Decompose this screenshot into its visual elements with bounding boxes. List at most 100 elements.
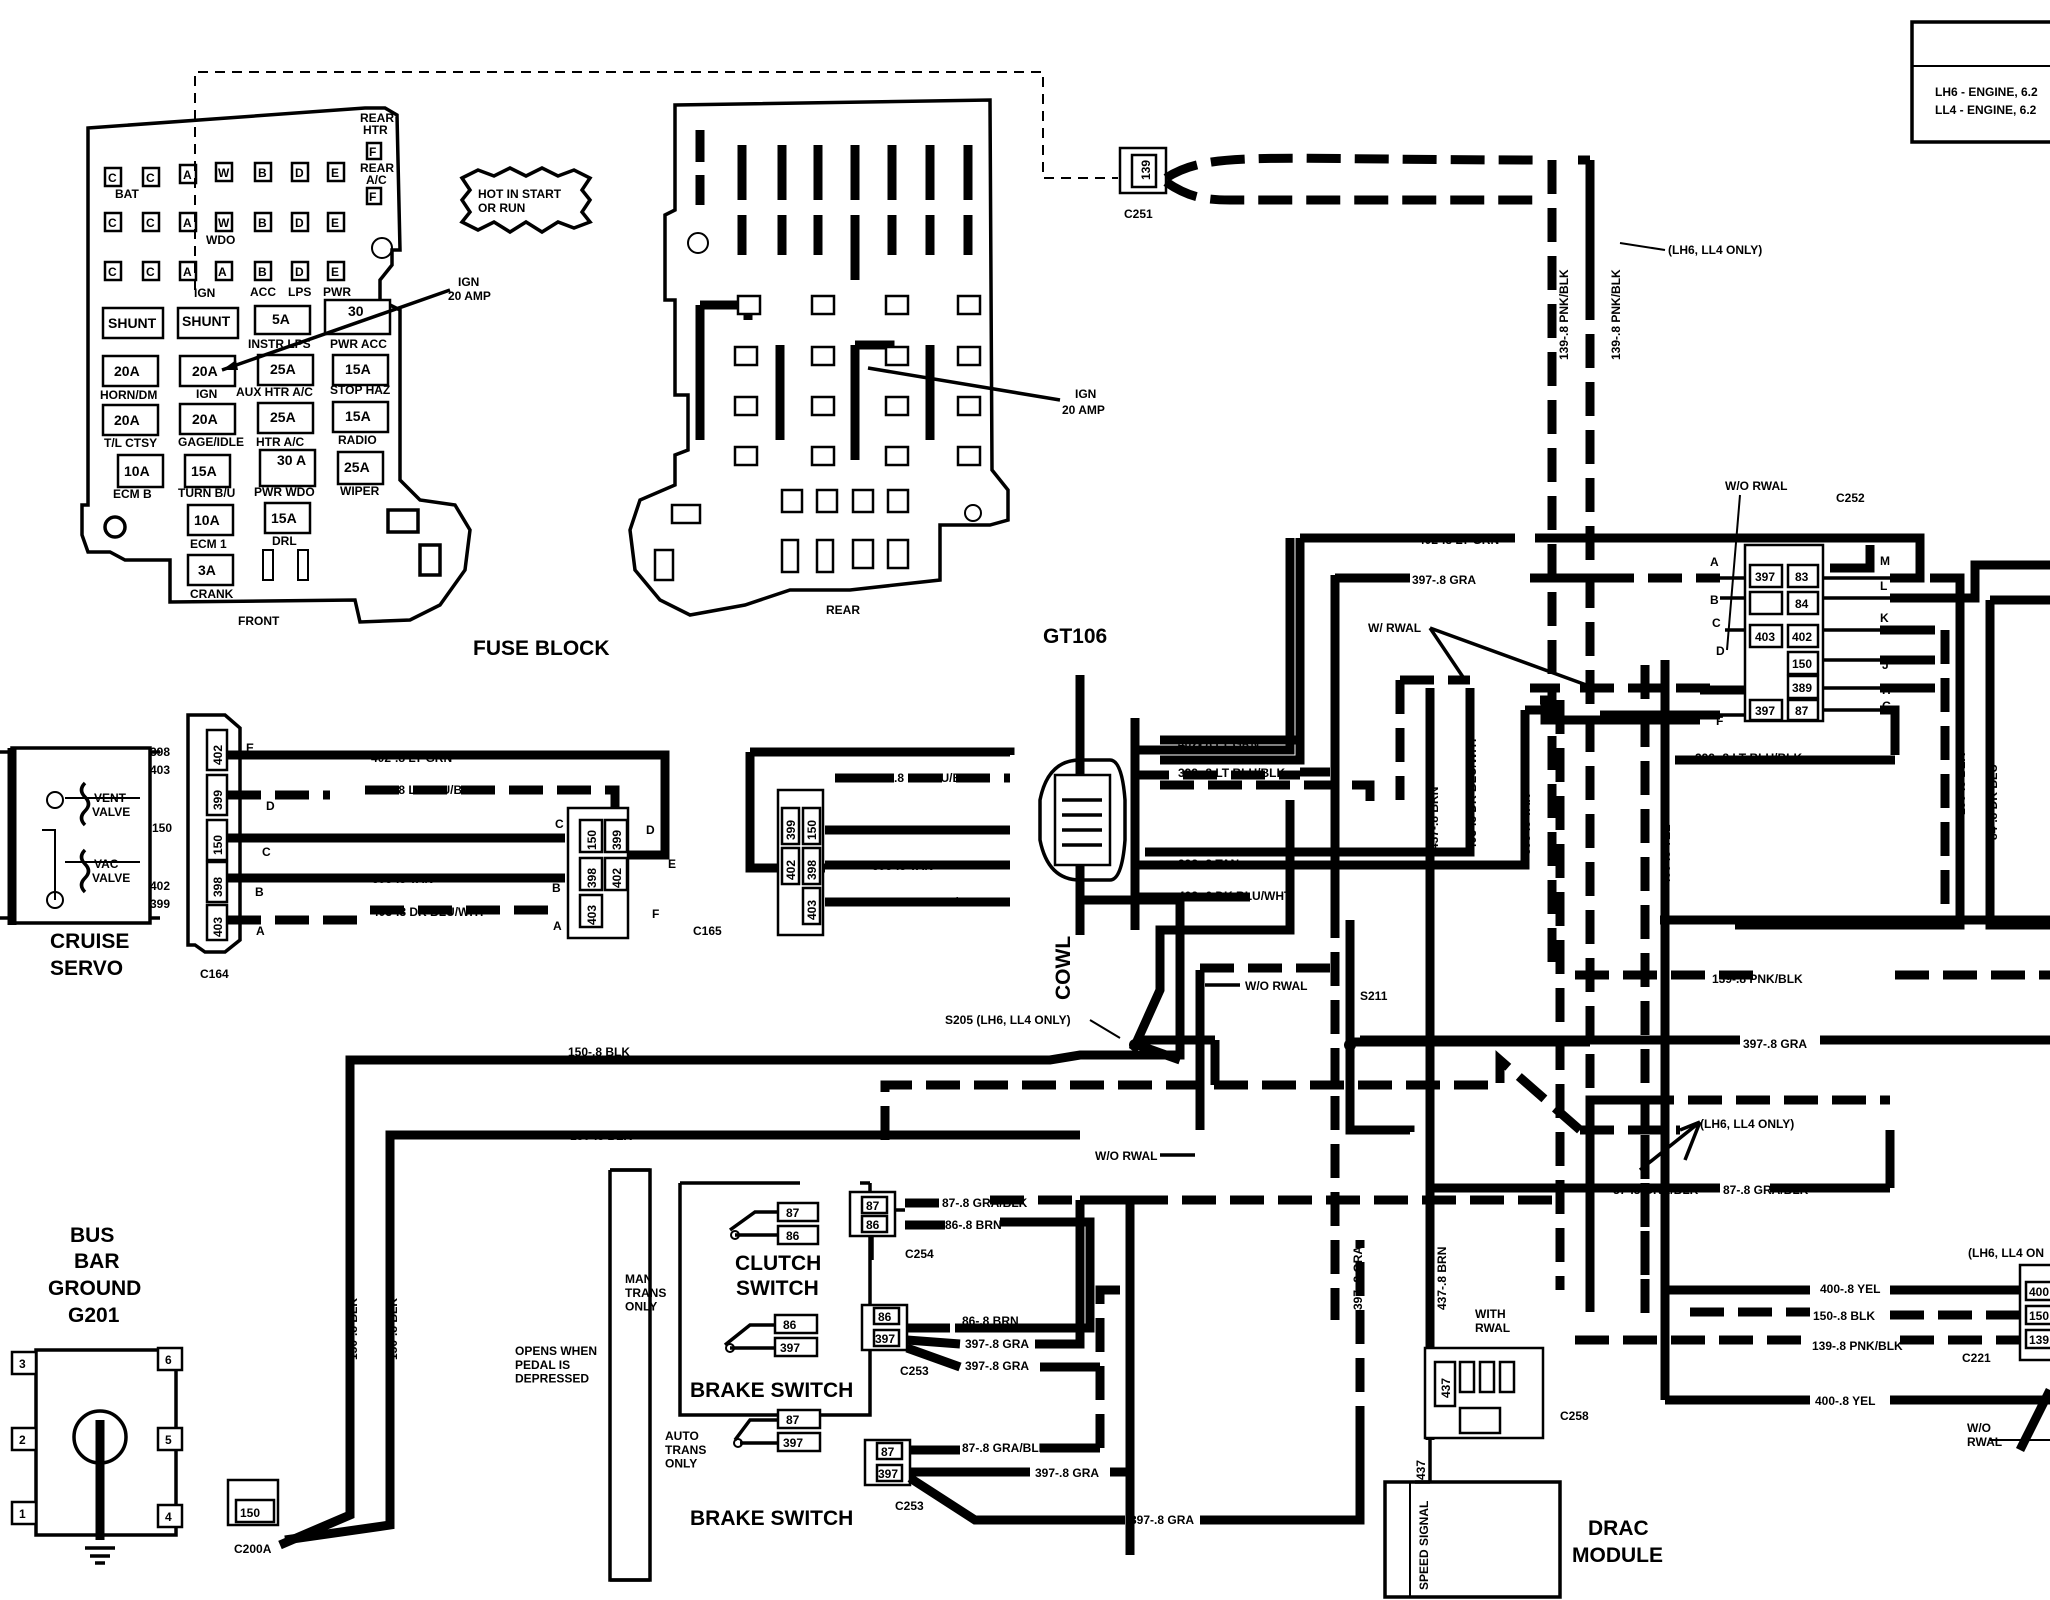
bus-bar-ground: BUS BAR GROUND G201 3 2 1 6 5 4 [10, 1224, 184, 1565]
wire-gt403: 403-.6 DK BLU/WHT [1178, 889, 1292, 903]
svg-text:J: J [1882, 658, 1889, 672]
svg-text:403: 403 [805, 900, 819, 920]
svg-text:397: 397 [780, 1341, 800, 1355]
wire-v150l2: 150-.8 BLK [386, 1298, 400, 1360]
wire-437: 437-.8 BRN [1427, 787, 1441, 850]
c258-id: C258 [1560, 1409, 1589, 1423]
fuse-value: 20A [192, 411, 218, 427]
engine-code-line1: LH6 - ENGINE, 6.2 [1935, 85, 2038, 99]
svg-text:C: C [146, 171, 155, 185]
engine-code-box: LH6 - ENGINE, 6.2 LL4 - ENGINE, 6.2 [1910, 20, 2050, 144]
wire-c164-399: 399-.8 LT BLU/BLK [371, 783, 478, 797]
svg-text:398: 398 [150, 745, 170, 759]
svg-text:87: 87 [881, 1445, 895, 1459]
wire-h86: 86-.8 BRN [945, 1218, 1002, 1232]
wire-top-397: 397-.8 GRA [1412, 573, 1476, 587]
svg-text:DRAC: DRAC [1588, 1517, 1649, 1540]
svg-text:86: 86 [866, 1218, 880, 1232]
fuse-label: TURN B/U [178, 486, 235, 500]
connector-c253-lower: 87 397 C253 [863, 1438, 924, 1513]
fuse-value: 20A [192, 363, 218, 379]
svg-text:399: 399 [150, 897, 170, 911]
drac-signal: SPEED SIGNAL [1417, 1501, 1431, 1590]
svg-text:A: A [218, 265, 227, 279]
fuse-value: 25A [344, 459, 370, 475]
svg-text:150: 150 [211, 835, 225, 855]
fuse-grid: SHUNT SHUNT 5A 30 INSTR LPS PWR ACC 20A … [100, 298, 392, 601]
svg-text:B: B [258, 216, 267, 230]
svg-text:IGN: IGN [1075, 387, 1096, 401]
svg-text:B: B [255, 885, 264, 899]
c252-id: C252 [1836, 491, 1865, 505]
svg-text:402: 402 [211, 745, 225, 765]
svg-text:C: C [262, 845, 271, 859]
svg-text:W: W [218, 216, 230, 230]
svg-text:150: 150 [1792, 657, 1812, 671]
wire-c221-400b: 400-.8 YEL [1815, 1394, 1875, 1408]
wire-139a: 139-.8 PNK/BLK [1557, 269, 1571, 360]
wire-c221-139: 139-.8 PNK/BLK [1812, 1339, 1903, 1353]
svg-text:C: C [146, 216, 155, 230]
svg-text:150: 150 [585, 830, 599, 850]
wire-400: 400-.8 YEL [1659, 825, 1673, 885]
wire-150r: 150-.8 BLK [1954, 753, 1968, 815]
svg-text:D: D [266, 799, 275, 813]
wire-c221-400: 400-.8 YEL [1820, 1282, 1880, 1296]
wire-top-402: 402-.8 LT GRN [1418, 533, 1499, 547]
svg-text:B: B [1710, 593, 1719, 607]
wire-h87c: 87-.8 GRA/BLK [1613, 1183, 1699, 1197]
svg-text:437: 437 [1439, 1378, 1453, 1398]
svg-text:403: 403 [211, 917, 225, 937]
c200a-pin: 150 [240, 1506, 260, 1520]
fuse-label: PWR WDO [254, 485, 315, 499]
rear-fuse-boxes [653, 294, 982, 582]
svg-text:BAR: BAR [74, 1250, 120, 1273]
svg-text:L: L [1880, 579, 1887, 593]
svg-text:D: D [1716, 644, 1725, 658]
svg-text:5: 5 [165, 1433, 172, 1447]
svg-text:PWR: PWR [323, 285, 351, 299]
svg-text:402: 402 [1792, 630, 1812, 644]
svg-text:20 AMP: 20 AMP [1062, 403, 1105, 417]
svg-text:403: 403 [1755, 630, 1775, 644]
svg-text:C: C [146, 265, 155, 279]
engine-code-line2: LL4 - ENGINE, 6.2 [1935, 103, 2037, 117]
svg-text:397: 397 [1755, 704, 1775, 718]
c221-id: C221 [1962, 1351, 1991, 1365]
svg-text:397: 397 [875, 1332, 895, 1346]
svg-text:REAR: REAR [360, 161, 394, 175]
svg-text:402: 402 [150, 879, 170, 893]
svg-text:A: A [256, 924, 265, 938]
svg-text:HTR: HTR [363, 123, 388, 137]
svg-text:BUS: BUS [70, 1224, 114, 1247]
svg-text:VALVE: VALVE [92, 871, 130, 885]
svg-text:SWITCH: SWITCH [736, 1277, 819, 1300]
svg-text:SERVO: SERVO [50, 957, 123, 980]
svg-text:6: 6 [165, 1353, 172, 1367]
c253-lower-id: C253 [895, 1499, 924, 1513]
connector-c251: 139 C251 [1118, 146, 1168, 221]
c200a-id: C200A [234, 1542, 272, 1556]
svg-text:ACC: ACC [250, 285, 276, 299]
wire-gt402-l: 402-.8 LT GRN [870, 745, 951, 759]
svg-text:A: A [183, 216, 192, 230]
fuse-block-label: FUSE BLOCK [473, 637, 610, 660]
wire-v397g: 397-.8 GRA [1351, 1246, 1365, 1310]
hot-in-start-callout: HOT IN START OR RUN [459, 166, 593, 235]
terminal-row-2: C C A W B D E WDO [103, 211, 346, 247]
svg-text:C: C [108, 171, 117, 185]
svg-text:86: 86 [878, 1310, 892, 1324]
svg-text:402: 402 [784, 860, 798, 880]
fuse-value: 3A [198, 562, 216, 578]
fuse-value: 5A [272, 311, 290, 327]
speed-pin: 437 [1414, 1460, 1428, 1480]
fuse-label: ECM B [113, 487, 152, 501]
wire-gt398-l: 398-.8 TAN [872, 859, 933, 873]
